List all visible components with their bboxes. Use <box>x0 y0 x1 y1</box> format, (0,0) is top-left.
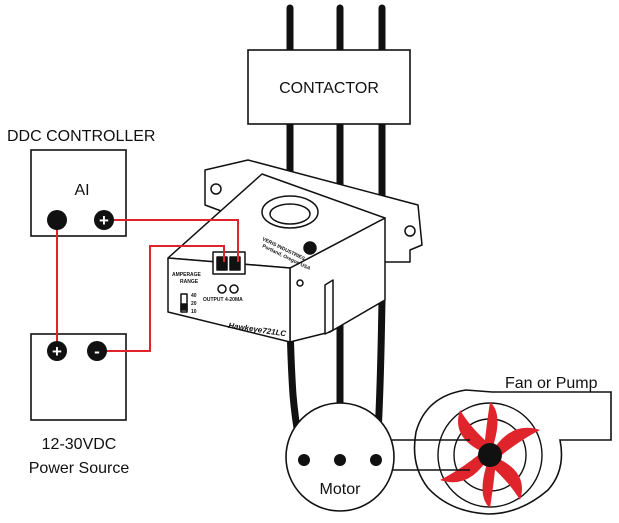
range-switch <box>180 293 188 313</box>
range-20-label: 20 <box>191 301 197 307</box>
ai-plus-terminal <box>94 210 114 230</box>
power-source-box <box>30 333 127 421</box>
wire-source-minus-to-terminal <box>97 245 225 352</box>
motor: Motor <box>285 402 470 512</box>
amperage-label: AMPERAGE <box>172 272 202 278</box>
power-source: 12-30VDC Power Source <box>29 333 130 477</box>
source-minus-terminal <box>87 341 107 361</box>
contactor-block: CONTACTOR <box>247 49 411 125</box>
current-sensor <box>167 159 423 343</box>
fan-blades <box>440 402 540 508</box>
ai-label: AI <box>74 182 89 199</box>
wire-ai-plus-to-terminal <box>104 219 239 262</box>
plus-icon: + <box>99 211 109 230</box>
sensor-clip <box>324 279 334 335</box>
power-source-line-1: 12-30VDC <box>42 436 117 453</box>
signal-wiring <box>56 219 239 352</box>
motor-terminal-1 <box>298 454 310 466</box>
mounting-hole-right <box>404 225 416 237</box>
ddc-controller-label: DDC CONTROLLER <box>7 128 155 145</box>
fan-blade <box>490 427 540 458</box>
sensor-front-face <box>167 257 291 343</box>
mounting-hole-left <box>210 183 222 195</box>
range-label: RANGE <box>180 279 199 285</box>
motor-terminal-3 <box>370 454 382 466</box>
motor-terminal-2 <box>334 454 346 466</box>
motor-label: Motor <box>320 481 362 498</box>
sensor-aperture-inner <box>269 203 311 225</box>
contactor-label: CONTACTOR <box>279 80 379 97</box>
range-40-label: 40 <box>191 293 197 299</box>
power-source-line-2: Power Source <box>29 460 130 477</box>
minus-icon: - <box>94 342 100 361</box>
range-10-label: 10 <box>191 309 197 315</box>
terminal-2 <box>229 256 241 271</box>
ce-mark-icon <box>296 279 304 287</box>
fan-or-pump: Fan or Pump <box>413 375 612 515</box>
terminals: + + - <box>47 210 114 361</box>
terminal-1 <box>216 256 228 271</box>
fan-blade <box>484 402 498 455</box>
output-label: OUTPUT 4-20MA <box>203 297 243 303</box>
plus-icon: + <box>52 342 62 361</box>
veris-logo-icon <box>303 241 317 255</box>
range-switch-knob <box>180 303 188 311</box>
ai-common-terminal <box>47 210 67 230</box>
contactor-box <box>247 49 411 125</box>
fan-blade <box>440 452 490 483</box>
terminal-screw-1 <box>217 284 227 294</box>
fan-hub <box>478 443 502 467</box>
source-plus-terminal <box>47 341 67 361</box>
terminal-screw-2 <box>229 284 239 294</box>
model-label: 721LC <box>262 326 287 338</box>
fan-or-pump-label: Fan or Pump <box>505 375 598 392</box>
fan-blade <box>482 455 496 508</box>
